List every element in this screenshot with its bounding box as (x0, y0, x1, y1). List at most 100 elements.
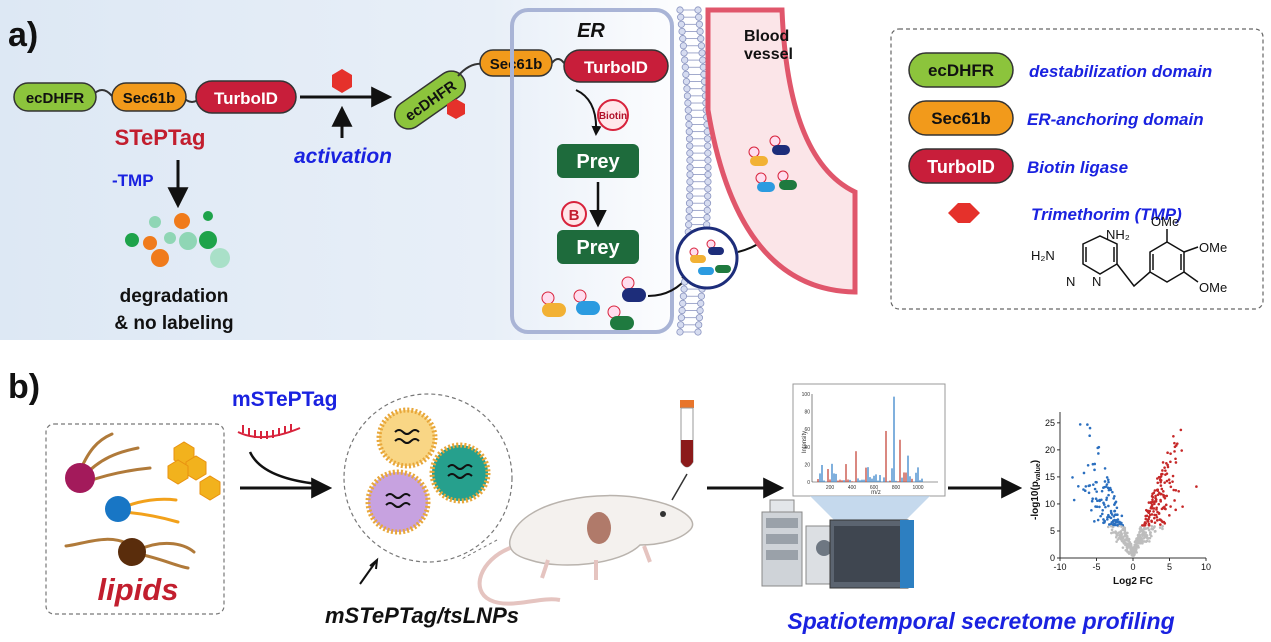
volcano-point (1093, 520, 1096, 523)
volcano-point (1123, 534, 1127, 538)
volcano-ylabel-end: ) (1030, 460, 1041, 463)
volcano-point (1107, 493, 1110, 497)
secreted-proteins-er (541, 276, 646, 330)
membrane-lipid-head (680, 49, 688, 57)
volcano-point (1143, 521, 1147, 524)
volcano-point (1094, 497, 1098, 501)
legend-name-turboid: TurboID (927, 157, 995, 177)
ms-x-tick-label: 800 (892, 485, 901, 491)
volcano-point (1099, 514, 1102, 518)
membrane-lipid-head (704, 178, 712, 186)
volcano-point (1167, 478, 1171, 481)
volcano-point (1122, 527, 1126, 530)
volcano-point (1093, 468, 1096, 472)
volcano-point (1158, 526, 1162, 529)
volcano-point (1139, 539, 1143, 543)
volcano-point (1113, 503, 1116, 506)
biotinylation-arrow (575, 89, 602, 136)
sec61b-domain (111, 82, 187, 112)
legend-desc-ecdhfr: destabilization domain (1029, 62, 1212, 81)
legend-box (890, 28, 1264, 310)
volcano-point (1115, 520, 1119, 524)
membrane-lipid-head (697, 299, 705, 307)
ecdhfr-domain (13, 82, 97, 112)
volcano-point (1171, 474, 1175, 478)
prey-label-1: Prey (576, 151, 620, 173)
volcano-point (1149, 531, 1152, 534)
biotin-icon (597, 99, 629, 131)
volcano-point (1156, 477, 1159, 480)
membrane-lipid-head (703, 199, 712, 207)
membrane-lipid-head (697, 292, 706, 300)
volcano-point (1165, 472, 1169, 475)
blood-vessel-line2: vessel (744, 46, 793, 63)
volcano-point (1154, 513, 1158, 517)
volcano-point (1108, 523, 1111, 526)
volcano-point (1149, 501, 1153, 505)
membrane-lipid-head (703, 135, 712, 143)
volcano-point (1159, 484, 1163, 487)
blood-vessel-line1: Blood (744, 28, 789, 45)
volcano-point (1164, 469, 1167, 472)
membrane-lipid-head (685, 135, 694, 143)
volcano-point (1162, 490, 1165, 493)
membrane-lipid-head (682, 70, 690, 79)
volcano-y-tick-label: 10 (1045, 499, 1055, 509)
volcano-point (1161, 472, 1164, 476)
er-label: ER (577, 20, 605, 42)
volcano-point (1150, 524, 1154, 528)
panel-b-label: b) (8, 368, 40, 406)
volcano-point (1179, 428, 1183, 432)
ms-xlabel: m/z (871, 490, 881, 496)
ms-y-tick-label: 20 (804, 462, 810, 468)
volcano-y-tick-label: 0 (1050, 553, 1055, 563)
volcano-point (1091, 497, 1094, 500)
volcano-point (1166, 465, 1170, 469)
volcano-point (1084, 485, 1088, 488)
membrane-lipid-head (686, 142, 694, 150)
membrane-lipid-head (679, 42, 688, 50)
lipid-head-brown (118, 538, 146, 566)
volcano-point (1153, 521, 1157, 524)
volcano-point (1154, 496, 1157, 500)
volcano-point (1157, 512, 1161, 515)
volcano-point (1110, 528, 1114, 532)
volcano-point (1114, 500, 1118, 504)
volcano-point (1169, 505, 1172, 508)
volcano-point (1177, 489, 1180, 493)
membrane-lipid-head (681, 56, 689, 64)
volcano-point (1129, 546, 1132, 550)
volcano-point (1147, 509, 1150, 513)
volcano-point (1150, 520, 1153, 523)
volcano-point (1148, 513, 1152, 517)
volcano-point (1142, 524, 1146, 527)
volcano-point (1113, 519, 1117, 522)
volcano-point (1155, 519, 1159, 522)
volcano-point (1108, 515, 1111, 519)
volcano-point (1106, 515, 1109, 519)
biotin-label: Biotin (599, 111, 627, 122)
volcano-x-tick-label: 0 (1130, 562, 1135, 572)
volcano-x-tick-label: -10 (1053, 562, 1066, 572)
lipids-label: lipids (98, 572, 179, 607)
volcano-point (1121, 546, 1125, 549)
volcano-point (1105, 496, 1109, 500)
volcano-point (1087, 491, 1091, 495)
volcano-point (1123, 541, 1127, 545)
volcano-point (1094, 505, 1097, 508)
membrane-lipid-head (683, 85, 691, 93)
volcano-point (1095, 490, 1098, 493)
volcano-point (1100, 489, 1104, 493)
membrane-lipid-head (704, 163, 712, 172)
membrane-lipid-head (695, 13, 703, 21)
volcano-point (1151, 492, 1154, 496)
volcano-point (1161, 525, 1164, 528)
er-turboid-domain (563, 49, 669, 83)
volcano-ylabel: -log10(pvalue) (1030, 460, 1042, 520)
volcano-point (1159, 475, 1163, 478)
volcano-point (1168, 514, 1171, 517)
volcano-point (1127, 544, 1130, 548)
membrane-lipid-head (699, 56, 707, 64)
volcano-point (1137, 540, 1140, 544)
